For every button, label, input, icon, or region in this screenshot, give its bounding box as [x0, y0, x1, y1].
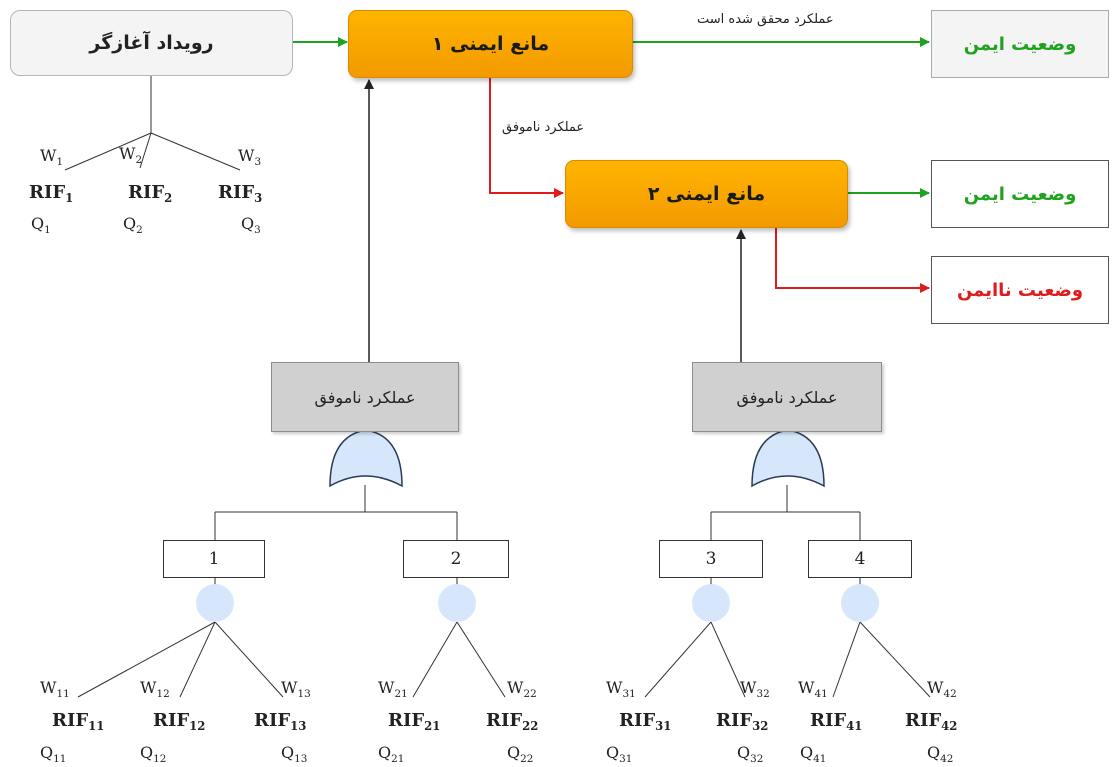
node-circle-3 — [692, 584, 730, 622]
rif-label: RIF21 — [388, 710, 441, 733]
probability-label: Q42 — [927, 743, 954, 765]
weight-label: W11 — [40, 678, 70, 700]
rif-label: RIF11 — [52, 710, 105, 733]
weight-label: W1 — [40, 146, 64, 168]
rif-label: RIF12 — [153, 710, 206, 733]
basic-event-2: 2 — [403, 540, 509, 578]
safety-barrier-2: مانع ایمنی ۲ — [565, 160, 848, 228]
probability-label: Q32 — [737, 743, 764, 765]
rif-label: RIF31 — [619, 710, 672, 733]
safety-barrier-1: مانع ایمنی ۱ — [348, 10, 633, 78]
unsafe-state: وضعیت ناایمن — [931, 256, 1109, 324]
failure-box-2: عملکرد ناموفق — [692, 362, 882, 432]
rif-label: RIF22 — [486, 710, 539, 733]
weight-label: W31 — [606, 678, 636, 700]
probability-label: Q21 — [378, 743, 405, 765]
rif-label: RIF1 — [29, 182, 74, 205]
weight-label: W12 — [140, 678, 170, 700]
probability-label: Q11 — [40, 743, 67, 765]
weight-label: W3 — [238, 146, 262, 168]
probability-label: Q41 — [800, 743, 827, 765]
node-circle-2 — [438, 584, 476, 622]
weight-label: W42 — [927, 678, 957, 700]
probability-label: Q13 — [281, 743, 308, 765]
probability-label: Q2 — [123, 214, 143, 236]
success-edge-label: عملکرد محقق شده است — [697, 12, 834, 27]
initiating-event-box: رویداد آغازگر — [10, 10, 293, 76]
weight-label: W21 — [378, 678, 408, 700]
safe-state-2: وضعیت ایمن — [931, 160, 1109, 228]
rif-label: RIF3 — [218, 182, 263, 205]
basic-event-3: 3 — [659, 540, 763, 578]
rif-label: RIF32 — [716, 710, 769, 733]
weight-label: W22 — [507, 678, 537, 700]
rif-label: RIF13 — [254, 710, 307, 733]
rif-label: RIF42 — [905, 710, 958, 733]
failure-edge-label: عملکرد ناموفق — [502, 120, 585, 135]
weight-label: W41 — [798, 678, 828, 700]
basic-event-4: 4 — [808, 540, 912, 578]
failure-box-1: عملکرد ناموفق — [271, 362, 459, 432]
node-circle-4 — [841, 584, 879, 622]
basic-event-1: 1 — [163, 540, 265, 578]
probability-label: Q3 — [241, 214, 261, 236]
fault-tree-2-lines — [644, 432, 931, 698]
rif-label: RIF41 — [810, 710, 863, 733]
safe-state-1: وضعیت ایمن — [931, 10, 1109, 78]
probability-label: Q12 — [140, 743, 167, 765]
rif-label: RIF2 — [128, 182, 173, 205]
or-gate-2 — [751, 429, 825, 488]
probability-label: Q1 — [31, 214, 51, 236]
arrow-barrier1-to-barrier2 — [489, 78, 564, 198]
weight-label: W2 — [119, 144, 143, 166]
probability-label: Q31 — [606, 743, 633, 765]
arrow-barrier2-to-unsafe — [775, 228, 930, 293]
weight-label: W13 — [281, 678, 311, 700]
or-gate-1 — [329, 429, 403, 488]
weight-label: W32 — [740, 678, 770, 700]
init-rif-lines — [64, 76, 241, 171]
node-circle-1 — [196, 584, 234, 622]
probability-label: Q22 — [507, 743, 534, 765]
